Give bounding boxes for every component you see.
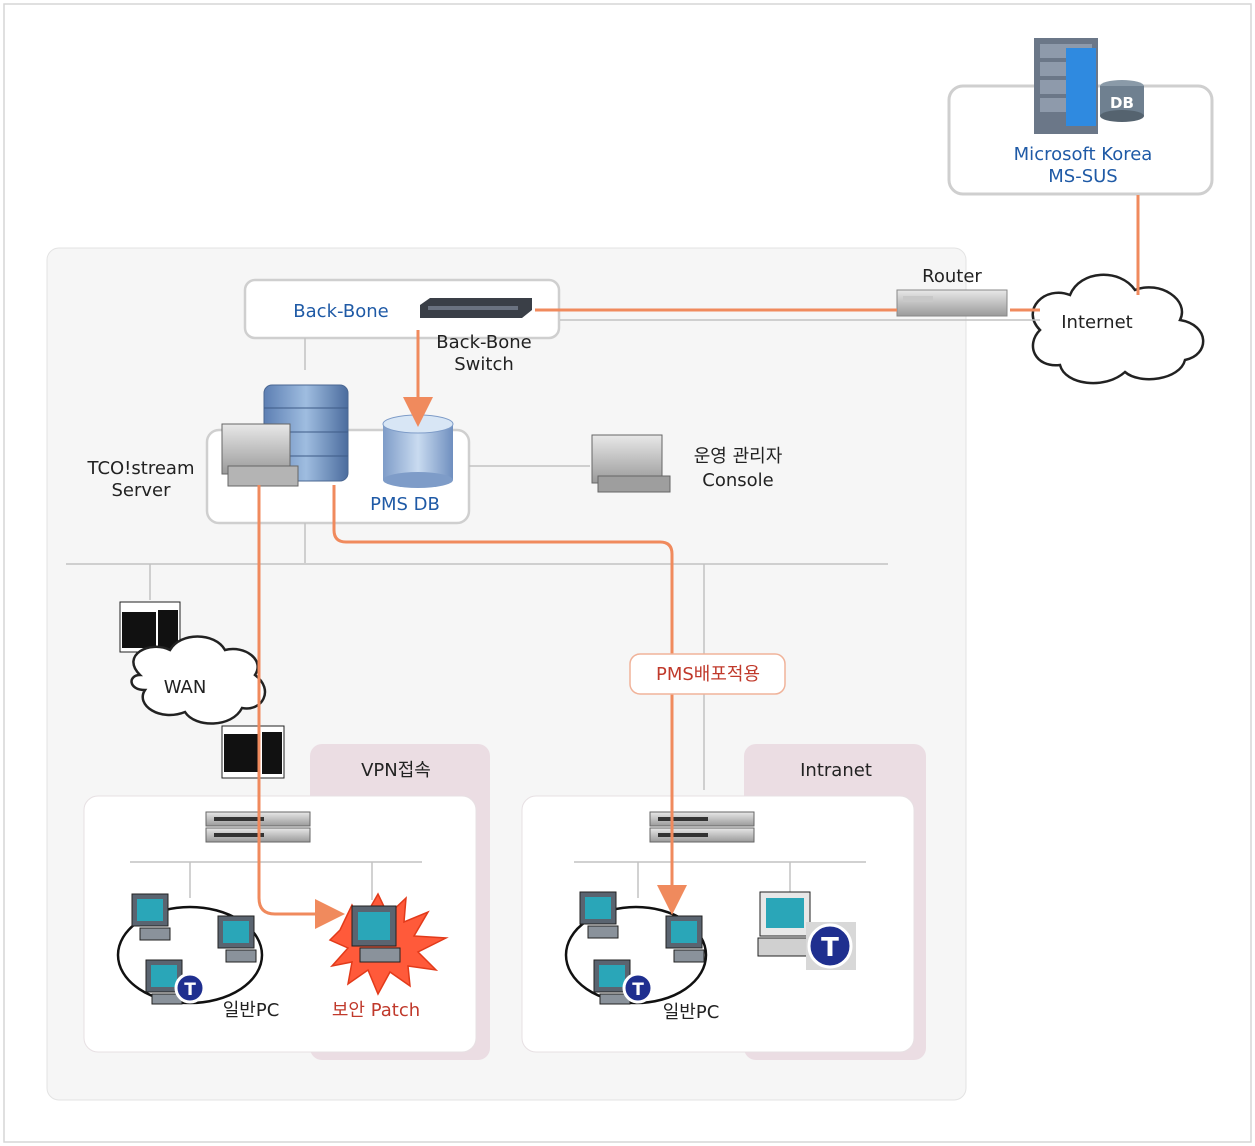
wan-cloud: WAN [130, 635, 267, 725]
server-label-2: Server [111, 480, 171, 501]
vpn-zone-label: VPN접속 [361, 760, 431, 781]
backbone-label: Back-Bone [293, 301, 388, 322]
patch-label: 보안 Patch [332, 1000, 420, 1021]
backbone-switch-label-1: Back-Bone [436, 332, 531, 353]
vpn-pc-2 [217, 915, 257, 963]
pms-db-label: PMS DB [370, 494, 440, 515]
outer-frame [3, 3, 1252, 1143]
backbone-switch-label-2: Switch [454, 354, 514, 375]
ms-sus-title: Microsoft Korea [1014, 144, 1153, 165]
patched-pc-icon [328, 892, 449, 996]
intranet-switch-icon [649, 811, 755, 843]
pms-db-icon [382, 414, 454, 488]
console-label-1: 운영 관리자 [694, 446, 783, 467]
patch-flow-lines [257, 195, 1140, 929]
vpn-pc-1 [131, 893, 171, 941]
agent-badge-icon: T [184, 980, 196, 1000]
flow-server-to-vpn [257, 485, 345, 929]
ms-sus-server-icon: DB [1034, 38, 1144, 134]
console-pc-icon [591, 434, 671, 493]
agent-badge-icon: T [632, 980, 644, 1000]
router: Router [896, 266, 1008, 317]
intranet-pc-label: 일반PC [663, 1002, 720, 1023]
internet-label: Internet [1061, 312, 1132, 333]
db-badge: DB [1110, 94, 1134, 112]
zone-lan-lines [130, 861, 866, 900]
wan-router-top [119, 601, 181, 653]
vpn-pc-agent: T [145, 959, 206, 1005]
agent-badge-icon: T [821, 933, 839, 963]
ms-sus-subtitle: MS-SUS [1048, 166, 1117, 187]
ms-sus-group: DB Microsoft Korea MS-SUS [947, 38, 1214, 196]
wan-router-bottom [221, 725, 285, 779]
intranet-zone-label: Intranet [800, 760, 872, 781]
server-label-1: TCO!stream [87, 458, 195, 479]
agent-pc-icon: T [757, 891, 856, 970]
backbone-switch-icon [420, 298, 532, 318]
tcostream-server-icon [221, 384, 349, 487]
console-label-2: Console [702, 470, 773, 491]
flow-server-to-intranet [332, 485, 687, 915]
internet-cloud: Internet [1031, 273, 1205, 385]
vpn-pc-label: 일반PC [223, 1000, 280, 1021]
router-label: Router [922, 266, 982, 287]
pms-deploy-label: PMS배포적용 [656, 664, 760, 685]
intranet-pc-2 [665, 915, 705, 963]
pms-deploy-box [629, 653, 786, 695]
intranet-pc-1 [579, 891, 619, 939]
wan-label: WAN [164, 677, 207, 698]
intranet-pc-agent: T [593, 959, 654, 1005]
